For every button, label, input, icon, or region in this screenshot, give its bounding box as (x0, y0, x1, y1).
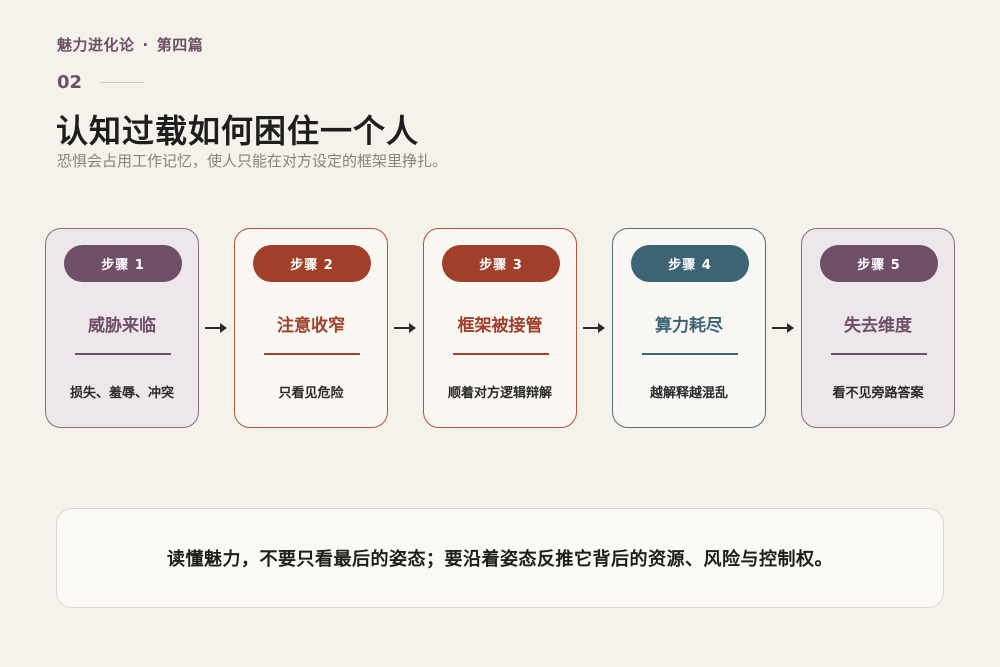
step-divider (264, 353, 360, 355)
step-divider (75, 353, 171, 355)
series-separator: · (142, 36, 149, 54)
arrow-right-icon (205, 323, 227, 333)
step-description: 只看见危险 (278, 386, 344, 401)
arrow-right-icon (583, 323, 605, 333)
step-title: 失去维度 (844, 316, 912, 336)
step-description: 越解释越混乱 (649, 386, 728, 401)
step-badge: 步骤 3 (442, 245, 560, 282)
step-title: 框架被接管 (457, 316, 543, 336)
step-title: 注意收窄 (277, 316, 345, 336)
page-subtitle: 恐惧会占用工作记忆，使人只能在对方设定的框架里挣扎。 (57, 152, 448, 170)
step-divider (831, 353, 927, 355)
arrow-right-icon (772, 323, 794, 333)
step-description: 顺着对方逻辑辩解 (447, 386, 552, 401)
section-number-row: 02 (57, 72, 145, 93)
arrow-right-icon (394, 323, 416, 333)
step-badge: 步骤 2 (253, 245, 371, 282)
step-description: 看不见旁路答案 (832, 386, 924, 401)
step-card-2: 步骤 2 注意收窄 只看见危险 (234, 228, 388, 428)
step-badge: 步骤 4 (631, 245, 749, 282)
step-badge: 步骤 5 (820, 245, 938, 282)
step-card-5: 步骤 5 失去维度 看不见旁路答案 (801, 228, 955, 428)
step-card-1: 步骤 1 威胁来临 损失、羞辱、冲突 (45, 228, 199, 428)
conclusion-text: 读懂魅力，不要只看最后的姿态；要沿着姿态反推它背后的资源、风险与控制权。 (167, 549, 833, 570)
section-number: 02 (57, 72, 83, 93)
step-badge: 步骤 1 (64, 245, 182, 282)
step-title: 威胁来临 (88, 316, 156, 336)
series-name: 魅力进化论 (57, 36, 135, 54)
chapter-name: 第四篇 (156, 36, 204, 54)
series-label: 魅力进化论 · 第四篇 (57, 34, 203, 55)
step-divider (453, 353, 549, 355)
step-title: 算力耗尽 (655, 316, 723, 336)
step-divider (642, 353, 738, 355)
step-card-4: 步骤 4 算力耗尽 越解释越混乱 (612, 228, 766, 428)
section-number-divider (100, 82, 145, 83)
conclusion-box: 读懂魅力，不要只看最后的姿态；要沿着姿态反推它背后的资源、风险与控制权。 (56, 508, 944, 608)
step-card-3: 步骤 3 框架被接管 顺着对方逻辑辩解 (423, 228, 577, 428)
step-description: 损失、羞辱、冲突 (69, 386, 174, 401)
page-title: 认知过载如何困住一个人 (56, 112, 420, 150)
